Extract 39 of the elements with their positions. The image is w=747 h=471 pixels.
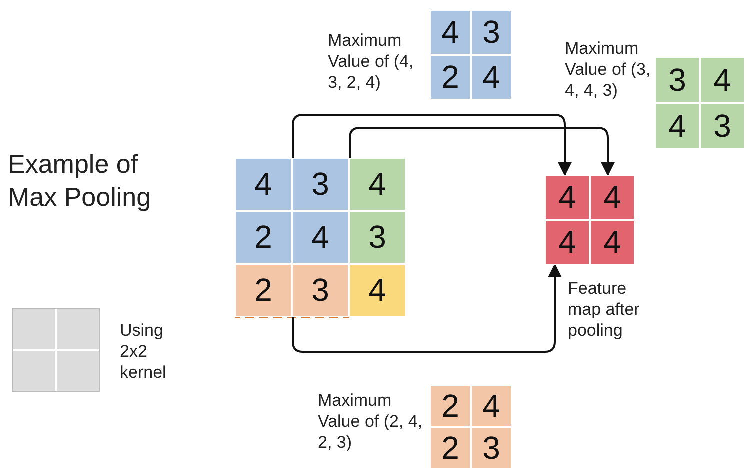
matrix-cell: 2: [235, 264, 292, 317]
matrix-cell: 3: [655, 57, 700, 103]
matrix-cell: 4: [545, 220, 590, 265]
matrix-cell: 4: [590, 220, 635, 265]
caption-text: Feature map after pooling: [568, 278, 641, 341]
legend-label: Using 2x2 kernel: [120, 320, 168, 383]
matrix-cell: 4: [655, 103, 700, 149]
matrix-grid: [430, 385, 512, 469]
matrix-cell: 3: [471, 427, 512, 469]
caption-text: Maximum Value of (4, 3, 2, 4): [328, 30, 415, 93]
matrix-cell: 2: [430, 55, 471, 100]
arrow: [292, 114, 572, 176]
matrix-grid: [655, 57, 745, 149]
matrix-cell: 3: [471, 10, 512, 55]
matrix-cell: 4: [471, 55, 512, 100]
matrix-cell: 4: [349, 264, 406, 317]
matrix-cell: 4: [545, 175, 590, 220]
matrix-cell: 2: [430, 385, 471, 427]
matrix-cell: 2: [235, 211, 292, 264]
matrix-cell: 4: [349, 158, 406, 211]
arrow: [349, 127, 615, 176]
matrix-cell: 4: [590, 175, 635, 220]
matrix-cell: 3: [700, 103, 745, 149]
arrow: [292, 264, 562, 353]
matrix-cell: 4: [235, 158, 292, 211]
matrix-cell: 3: [292, 264, 349, 317]
matrix-grid: [235, 158, 406, 317]
caption-text: Maximum Value of (3, 4, 4, 3): [565, 38, 652, 101]
matrix-cell: 4: [700, 57, 745, 103]
matrix-cell: 4: [430, 10, 471, 55]
title: Example of Max Pooling: [8, 148, 152, 214]
matrix-grid: [545, 175, 635, 265]
matrix-cell: 3: [349, 211, 406, 264]
matrix-cell: 2: [430, 427, 471, 469]
matrix-cell: 4: [471, 385, 512, 427]
matrix-cell: 3: [292, 158, 349, 211]
matrix-grid: [430, 10, 512, 100]
matrix-cell: 4: [292, 211, 349, 264]
caption-text: Maximum Value of (2, 4, 2, 3): [318, 390, 423, 453]
